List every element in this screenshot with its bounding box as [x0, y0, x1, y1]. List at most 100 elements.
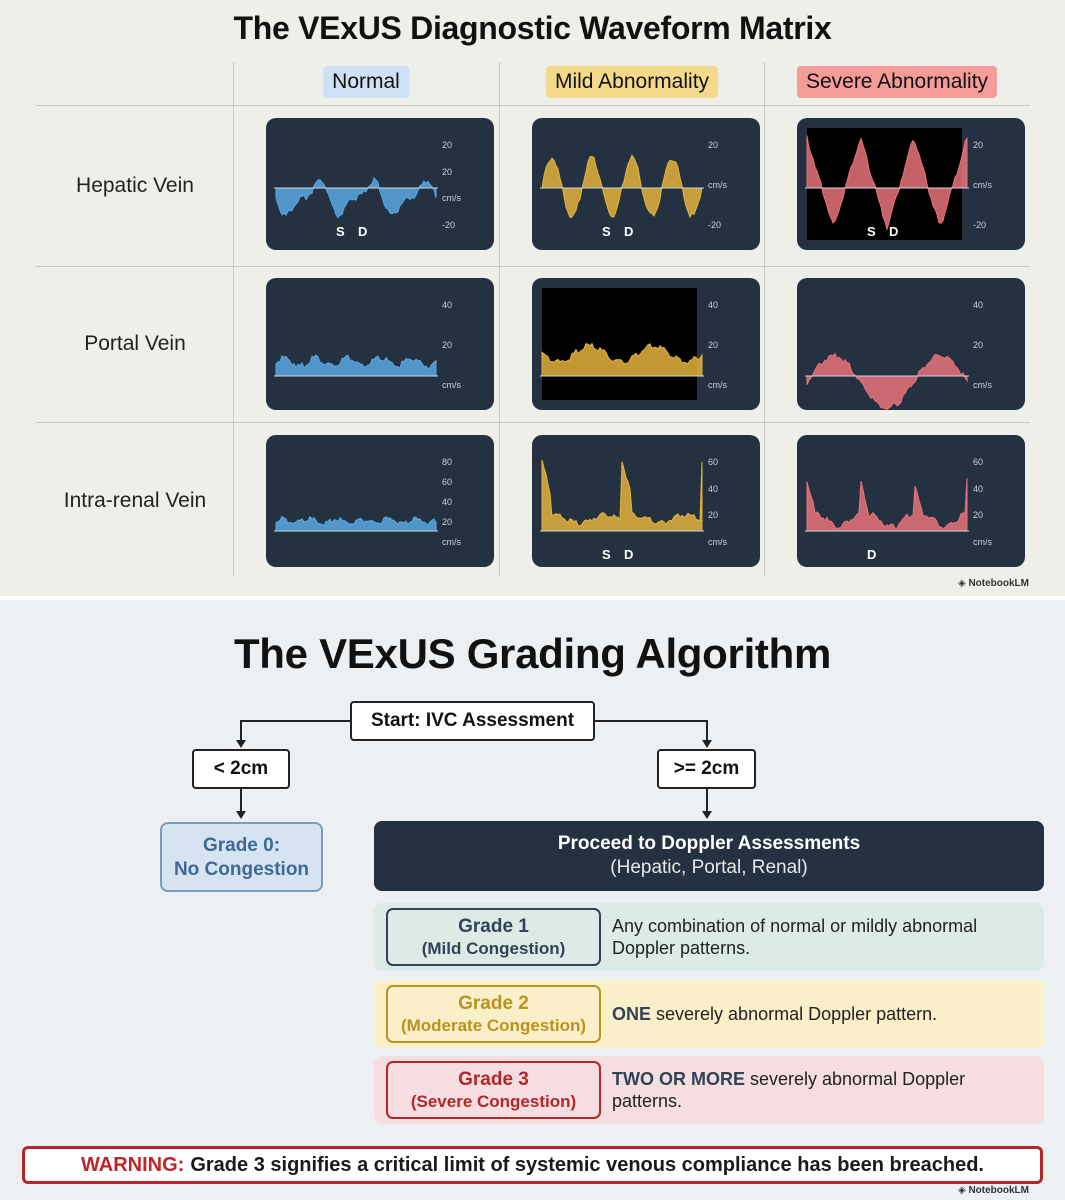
branch-less-than-2cm: < 2cm [192, 749, 290, 789]
connector-line [240, 720, 242, 742]
grade2-sub: (Moderate Congestion) [400, 1016, 587, 1035]
grade0-box: Grade 0: No Congestion [160, 822, 323, 892]
notebooklm-logo-icon: ◈ [957, 578, 966, 589]
axis-tick-label: 40 [708, 484, 718, 494]
branch-left-label: < 2cm [213, 758, 269, 779]
column-header-normal: Normal [323, 66, 409, 98]
waveform-portal-normal: 40 20 cm/s [266, 278, 494, 410]
waveform-marker-d: D [624, 547, 633, 562]
grade1-row: Grade 1 (Mild Congestion) Any combinatio… [374, 903, 1044, 971]
connector-line [595, 720, 707, 722]
waveform-trace [541, 459, 703, 532]
axis-tick-label: cm/s [973, 537, 992, 547]
axis-tick-label: -20 [442, 220, 455, 230]
grade2-description: ONE severely abnormal Doppler pattern. [612, 980, 1024, 1048]
grade3-row: Grade 3 (Severe Congestion) TWO OR MORE … [374, 1056, 1044, 1124]
axis-tick-label: 40 [708, 300, 718, 310]
waveform-marker-s: S [602, 224, 611, 239]
axis-tick-label: cm/s [442, 380, 461, 390]
grade1-desc: Any combination of normal or mildly abno… [612, 916, 978, 958]
waveform-portal-severe: 40 20 cm/s [797, 278, 1025, 410]
waveform-marker-d: D [358, 224, 367, 239]
row-label-portal: Portal Vein [84, 332, 186, 355]
doppler-subtitle: (Hepatic, Portal, Renal) [610, 857, 808, 878]
arrow-down-icon [236, 811, 246, 819]
grade1-description: Any combination of normal or mildly abno… [612, 903, 1024, 971]
waveform-marker-s: S [602, 547, 611, 562]
waveform-marker-s: S [867, 224, 876, 239]
doppler-window [542, 288, 697, 400]
start-ivc-box: Start: IVC Assessment [350, 701, 595, 741]
grade1-badge: Grade 1 (Mild Congestion) [386, 908, 601, 966]
axis-tick-label: 60 [973, 457, 983, 467]
axis-tick-label: cm/s [708, 537, 727, 547]
connector-line [240, 789, 242, 813]
warning-banner: WARNING: Grade 3 signifies a critical li… [22, 1146, 1043, 1184]
divider [36, 266, 1030, 267]
axis-tick-label: -20 [973, 220, 986, 230]
axis-tick-label: 40 [442, 497, 452, 507]
grade2-emph: ONE [612, 1004, 652, 1024]
column-header-mild: Mild Abnormality [545, 66, 719, 98]
axis-tick-label: cm/s [708, 380, 727, 390]
divider [764, 62, 765, 576]
grade1-name: Grade 1 [458, 916, 529, 937]
waveform-trace [806, 352, 968, 410]
axis-tick-label: 20 [708, 140, 718, 150]
divider [499, 62, 500, 576]
grade3-description: TWO OR MORE severely abnormal Doppler pa… [612, 1056, 1024, 1124]
warning-label: WARNING: [81, 1153, 185, 1176]
axis-tick-label: -20 [708, 220, 721, 230]
grade0-subtitle: No Congestion [173, 859, 310, 880]
connector-line [706, 789, 708, 813]
grade3-desc: severely abnormal Doppler patterns. [612, 1069, 966, 1111]
grade2-desc: severely abnormal Doppler pattern. [651, 1004, 938, 1024]
axis-tick-label: 20 [973, 340, 983, 350]
axis-tick-label: cm/s [708, 180, 727, 190]
branch-greater-equal-2cm: >= 2cm [657, 749, 756, 789]
waveform-trace [541, 154, 703, 219]
notebooklm-logo-icon: ◈ [957, 1185, 966, 1196]
axis-tick-label: 80 [442, 457, 452, 467]
grade3-emph: TWO OR MORE [612, 1069, 745, 1089]
start-ivc-label: Start: IVC Assessment [370, 710, 575, 731]
axis-tick-label: 60 [442, 477, 452, 487]
grade2-row: Grade 2 (Moderate Congestion) ONE severe… [374, 980, 1044, 1048]
axis-tick-label: 20 [708, 510, 718, 520]
axis-tick-label: 40 [442, 300, 452, 310]
watermark-text: NotebookLM [968, 578, 1029, 589]
waveform-plot: 40 20 cm/s [805, 300, 992, 410]
row-label-hepatic: Hepatic Vein [76, 174, 194, 197]
doppler-title: Proceed to Doppler Assessments [557, 833, 861, 854]
divider [36, 422, 1030, 423]
connector-line [706, 720, 708, 742]
watermark-text: NotebookLM [968, 1185, 1029, 1196]
column-header-severe: Severe Abnormality [796, 66, 998, 98]
connector-line [240, 720, 350, 722]
axis-tick-label: 60 [708, 457, 718, 467]
grade3-sub: (Severe Congestion) [410, 1092, 577, 1111]
grade2-badge: Grade 2 (Moderate Congestion) [386, 985, 601, 1043]
waveform-trace [275, 354, 437, 377]
waveform-trace [541, 342, 703, 377]
matrix-title: The VExUS Diagnostic Waveform Matrix [233, 10, 832, 46]
waveform-trace [275, 515, 437, 532]
axis-tick-label: 20 [442, 340, 452, 350]
doppler-assessment-box: Proceed to Doppler Assessments (Hepatic,… [374, 821, 1044, 891]
algorithm-title: The VExUS Grading Algorithm [233, 630, 832, 677]
axis-tick-label: 40 [973, 300, 983, 310]
divider [36, 105, 1030, 106]
warning-text: Grade 3 signifies a critical limit of sy… [190, 1153, 984, 1176]
axis-tick-label: cm/s [973, 380, 992, 390]
grade0-title: Grade 0: [202, 835, 281, 856]
